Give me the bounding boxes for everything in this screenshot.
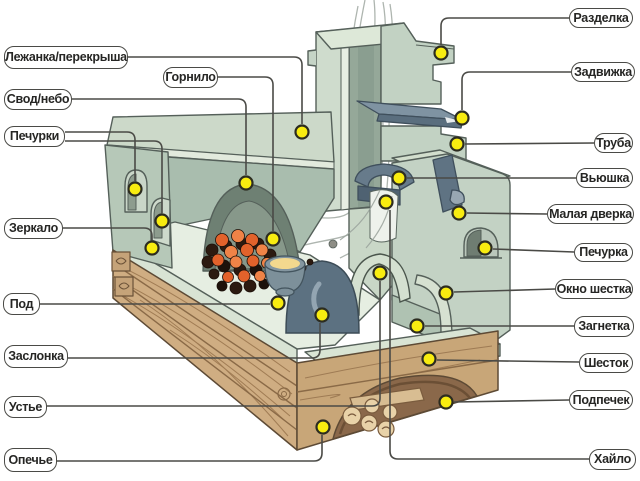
callout-label-text: Разделка bbox=[573, 10, 629, 25]
callout-label-text: Труба bbox=[596, 135, 631, 150]
callout-label: Задвижка bbox=[571, 62, 635, 82]
callout-line bbox=[63, 227, 153, 240]
callout-label: Подпечек bbox=[569, 390, 633, 410]
callout-line bbox=[453, 399, 570, 403]
callout-dot bbox=[438, 285, 454, 301]
callout-dot bbox=[315, 419, 331, 435]
callout-label-text: Зеркало bbox=[9, 221, 58, 236]
callout-label: Окно шестка bbox=[555, 279, 633, 299]
chimney bbox=[307, 22, 467, 301]
callout-label: Малая дверка bbox=[547, 204, 634, 224]
callout-dot bbox=[154, 213, 170, 229]
callout-label-text: Шесток bbox=[583, 355, 629, 370]
callout-label: Горнило bbox=[163, 67, 218, 88]
malaya-dverka-door bbox=[432, 154, 465, 213]
callout-label-text: Горнило bbox=[165, 70, 216, 85]
callout-line bbox=[461, 71, 571, 110]
callout-line bbox=[68, 323, 321, 359]
callout-label: Труба bbox=[594, 133, 633, 153]
callout-label-text: Загнетка bbox=[578, 319, 630, 334]
callout-line bbox=[57, 435, 323, 462]
callout-label-text: Задвижка bbox=[574, 64, 632, 79]
callout-line bbox=[389, 210, 589, 460]
callout-dot bbox=[421, 351, 437, 367]
callout-dot bbox=[238, 175, 254, 191]
callout-dot bbox=[270, 295, 286, 311]
callout-label-text: Заслонка bbox=[8, 349, 64, 364]
callout-label-text: Свод/небо bbox=[6, 92, 70, 107]
callout-label: Устье bbox=[4, 396, 47, 418]
chimney-right-wall bbox=[380, 22, 455, 105]
callout-label: Заслонка bbox=[4, 345, 68, 368]
callout-line bbox=[65, 131, 136, 181]
callout-label-text: Печурка bbox=[579, 245, 628, 260]
callout-dot bbox=[294, 124, 310, 140]
callout-label-text: Лежанка/перекрыша bbox=[5, 50, 127, 65]
callout-label: Лежанка/перекрыша bbox=[4, 46, 128, 69]
callout-label: Загнетка bbox=[574, 316, 634, 337]
callout-dot bbox=[451, 205, 467, 221]
callout-dot bbox=[391, 170, 407, 186]
callout-line bbox=[47, 281, 381, 407]
callout-dot bbox=[144, 240, 160, 256]
callout-line bbox=[128, 56, 303, 124]
bowl bbox=[264, 255, 306, 297]
callout-label-text: Под bbox=[9, 296, 34, 311]
callout-label: Вьюшка bbox=[576, 168, 633, 188]
callout-label: Хайло bbox=[589, 449, 636, 470]
callout-label: Под bbox=[3, 293, 40, 315]
callout-dot bbox=[449, 136, 465, 152]
callout-label: Печурки bbox=[4, 126, 65, 147]
callout-line bbox=[440, 17, 569, 45]
callout-label: Шесток bbox=[579, 353, 633, 373]
ustye-arch bbox=[347, 253, 411, 316]
callout-label: Свод/небо bbox=[4, 89, 72, 110]
callout-label: Разделка bbox=[569, 8, 633, 28]
callout-line bbox=[218, 76, 274, 231]
callout-label-text: Печурки bbox=[9, 129, 60, 144]
callout-layer bbox=[40, 17, 595, 462]
callout-line bbox=[492, 248, 575, 253]
callout-dot bbox=[409, 318, 425, 334]
callout-label-text: Вьюшка bbox=[579, 170, 630, 185]
callout-label-text: Опечье bbox=[8, 452, 53, 467]
callout-label: Опечье bbox=[4, 448, 57, 472]
firewood-logs bbox=[342, 387, 425, 438]
callout-dot bbox=[477, 240, 493, 256]
callout-line bbox=[453, 288, 556, 293]
callout-line bbox=[65, 140, 163, 213]
callout-label-text: Малая дверка bbox=[549, 206, 632, 221]
callout-dot bbox=[372, 265, 388, 281]
callout-dot bbox=[378, 194, 394, 210]
callout-label-text: Подпечек bbox=[572, 392, 630, 407]
callout-dot bbox=[433, 45, 449, 61]
callout-dot bbox=[127, 181, 143, 197]
callout-line bbox=[466, 212, 548, 215]
callout-dot bbox=[314, 307, 330, 323]
callout-dot bbox=[265, 231, 281, 247]
callout-label: Зеркало bbox=[4, 218, 63, 239]
callout-label-text: Устье bbox=[8, 399, 43, 414]
callout-label-text: Хайло bbox=[594, 452, 631, 467]
callout-line bbox=[464, 142, 595, 145]
callout-label-text: Окно шестка bbox=[556, 281, 632, 296]
callout-line bbox=[436, 359, 580, 363]
callout-dot bbox=[438, 394, 454, 410]
callout-line bbox=[72, 98, 247, 175]
callout-dot bbox=[454, 110, 470, 126]
callout-label: Печурка bbox=[574, 243, 633, 262]
